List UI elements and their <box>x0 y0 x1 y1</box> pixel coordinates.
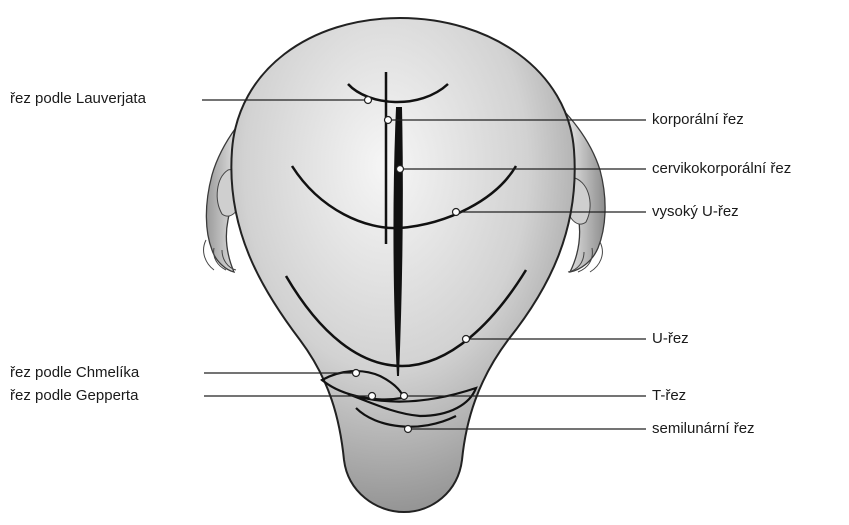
marker-lauverjat <box>365 97 372 104</box>
marker-semilunarni <box>405 426 412 433</box>
marker-chmelik <box>353 370 360 377</box>
label-geppert: řez podle Gepperta <box>10 387 138 405</box>
label-semilunarni: semilunární řez <box>652 420 755 438</box>
marker-u-rez <box>463 336 470 343</box>
uterus-body <box>231 18 574 512</box>
label-vysoky-u: vysoký U-řez <box>652 203 739 221</box>
marker-t-rez <box>401 393 408 400</box>
marker-vysoky-u <box>453 209 460 216</box>
marker-cervikokorporalni <box>397 166 404 173</box>
label-korporalni: korporální řez <box>652 111 744 129</box>
marker-korporalni <box>385 117 392 124</box>
label-u-rez: U-řez <box>652 330 689 348</box>
label-lauverjat: řez podle Lauverjata <box>10 90 146 108</box>
label-t-rez: T-řez <box>652 387 686 405</box>
label-cervikokorporalni: cervikokorporální řez <box>652 160 791 178</box>
marker-geppert <box>369 393 376 400</box>
label-chmelik: řez podle Chmelíka <box>10 364 139 382</box>
